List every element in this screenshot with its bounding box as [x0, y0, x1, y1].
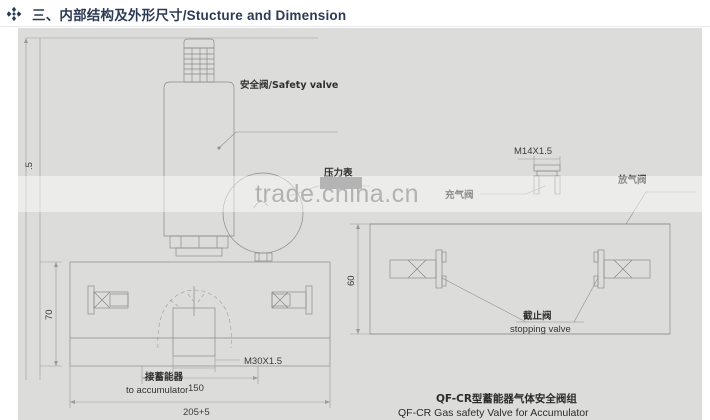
page-header: 三、内部结构及外形尺寸/Stucture and Dimension	[0, 0, 710, 27]
dim-label-height-total: .5	[24, 162, 35, 170]
m14-dim	[518, 156, 561, 171]
label-to-accumulator-en: to accumulator	[126, 385, 188, 396]
accumulator-connection-port	[172, 286, 216, 357]
stopping-valve-leaders	[441, 277, 599, 323]
label-thread-m30: M30X1.5	[244, 356, 282, 367]
label-release-valve: 放气阀	[617, 174, 647, 186]
label-stopping-valve-cn: 截止阀	[523, 310, 552, 322]
safety-valve-leader	[217, 131, 338, 150]
dim-label-70: 70	[44, 309, 55, 320]
valve-block-left-port	[87, 285, 129, 315]
four-diamond-bullet-icon	[4, 4, 24, 24]
label-charge-valve: 充气阀	[445, 189, 474, 201]
dim-150	[141, 366, 259, 384]
release-valve-leader	[625, 191, 696, 225]
dim-label-150: 150	[188, 383, 204, 394]
left-dim-frame	[25, 37, 318, 380]
label-stopping-valve-en: stopping valve	[510, 324, 571, 335]
dim-205	[69, 366, 331, 408]
connection-hidden-contour	[157, 289, 232, 349]
caption-line-en: QF-CR Gas safety Valve for Accumulator	[398, 407, 589, 419]
pressure-gauge-leader	[289, 185, 370, 197]
valve-neck	[169, 235, 229, 257]
charge-valve-leader	[480, 185, 546, 195]
front-right-port	[593, 249, 651, 289]
caption-line-cn: QF-CR型蓄能器气体安全阀组	[436, 392, 577, 405]
header-divider	[0, 26, 710, 27]
valve-block-front-view	[369, 223, 671, 335]
label-thread-m14: M14X1.5	[514, 146, 552, 157]
safety-valve-body	[163, 81, 235, 237]
m30-dim-leader	[172, 356, 240, 372]
left-dimension-ticks	[24, 38, 62, 367]
label-pressure-gauge: 压力表	[324, 167, 353, 179]
front-left-port	[389, 249, 447, 289]
page-title: 三、内部结构及外形尺寸/Stucture and Dimension	[32, 7, 347, 23]
dim-label-60: 60	[346, 275, 357, 286]
technical-drawing-canvas: 安全阀/Safety valve 压力表 接蓄能器 to accumulator…	[18, 28, 702, 420]
label-safety-valve: 安全阀/Safety valve	[240, 79, 338, 91]
valve-block-right-port	[271, 285, 313, 315]
safety-valve-cap	[183, 38, 215, 83]
pressure-gauge	[222, 172, 304, 262]
dim-60	[350, 223, 370, 335]
drawing-svg: 安全阀/Safety valve 压力表 接蓄能器 to accumulator…	[24, 37, 696, 419]
dim-label-205: 205+5	[183, 407, 210, 418]
valve-block-side-view	[69, 261, 331, 367]
charge-valve-fitting	[533, 164, 561, 195]
label-to-accumulator-cn: 接蓄能器	[145, 371, 184, 383]
